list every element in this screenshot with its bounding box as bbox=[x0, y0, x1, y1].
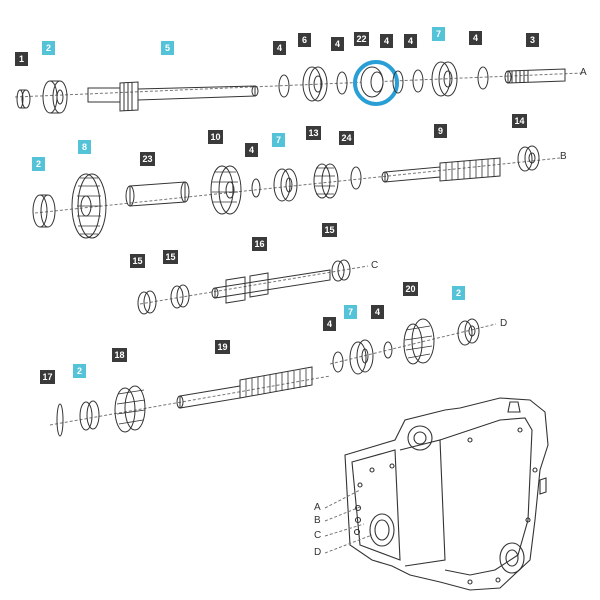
housing-label-d: D bbox=[314, 547, 322, 558]
callout-15: 15 bbox=[130, 254, 145, 268]
axis-label-b: B bbox=[560, 151, 567, 162]
callout-24: 24 bbox=[339, 131, 354, 145]
callout-15: 15 bbox=[163, 250, 178, 264]
callout-6: 6 bbox=[298, 33, 311, 47]
callout-15: 15 bbox=[322, 223, 337, 237]
callout-19: 19 bbox=[215, 340, 230, 354]
callout-5: 5 bbox=[161, 41, 174, 55]
housing-label-a: A bbox=[314, 502, 321, 513]
part-4-circlip-a3 bbox=[392, 70, 404, 94]
part-16-shaft bbox=[211, 269, 331, 304]
part-15-spacer-c2 bbox=[170, 284, 190, 309]
part-4-circlip-a4 bbox=[412, 69, 424, 93]
axis-c-line bbox=[139, 265, 369, 305]
part-2-bearing-lower bbox=[79, 400, 100, 431]
axis-label-d: D bbox=[500, 318, 508, 329]
part-4-circlip-a2 bbox=[336, 71, 348, 95]
callout-14: 14 bbox=[512, 114, 527, 128]
part-19-shaft bbox=[176, 366, 313, 409]
housing-label-c: C bbox=[314, 530, 322, 541]
callout-4: 4 bbox=[331, 37, 344, 51]
callout-4: 4 bbox=[469, 31, 482, 45]
part-4-circlip-b bbox=[251, 178, 261, 198]
callout-2: 2 bbox=[32, 157, 45, 171]
callout-7: 7 bbox=[432, 27, 445, 41]
callout-20: 20 bbox=[403, 282, 418, 296]
part-17-washer bbox=[56, 403, 64, 437]
part-4-circlip-d1 bbox=[332, 351, 344, 373]
axis-lower-line bbox=[49, 375, 331, 426]
part-2-bearing-b bbox=[32, 194, 56, 228]
callout-9: 9 bbox=[434, 124, 447, 138]
part-4-circlip-d2 bbox=[383, 341, 393, 359]
axis-a-line bbox=[14, 72, 583, 98]
part-6-bearing bbox=[302, 66, 328, 102]
callout-1: 1 bbox=[15, 52, 28, 66]
part-2-bearing-d bbox=[457, 318, 480, 346]
callout-4: 4 bbox=[371, 305, 384, 319]
gearbox-housing bbox=[344, 397, 549, 591]
callout-3: 3 bbox=[526, 33, 539, 47]
housing-leader-lines bbox=[324, 489, 373, 554]
part-3-splined-shaft bbox=[504, 68, 566, 84]
part-5-shaft bbox=[87, 81, 259, 112]
axis-label-a: A bbox=[580, 67, 587, 78]
axis-d-line bbox=[329, 323, 497, 365]
part-15-spacer-c3 bbox=[331, 259, 351, 282]
highlight-ring bbox=[353, 60, 399, 106]
part-8-gear bbox=[71, 173, 107, 239]
callout-4: 4 bbox=[245, 143, 258, 157]
part-7-bearing-b bbox=[273, 168, 298, 202]
part-23-sleeve bbox=[125, 181, 190, 207]
part-20-gear bbox=[403, 318, 435, 365]
part-15-spacer-c1 bbox=[137, 290, 157, 315]
axis-b-line bbox=[34, 157, 561, 214]
part-13-gear bbox=[313, 163, 339, 199]
callout-7: 7 bbox=[344, 305, 357, 319]
callout-7: 7 bbox=[272, 133, 285, 147]
axis-label-c: C bbox=[371, 260, 379, 271]
part-24-ring bbox=[350, 166, 362, 190]
callout-2: 2 bbox=[42, 41, 55, 55]
callout-4: 4 bbox=[273, 41, 286, 55]
part-2-bearing-a bbox=[42, 80, 68, 114]
part-7-bearing-d bbox=[349, 339, 374, 375]
part-9-shaft bbox=[381, 157, 501, 183]
part-22-bushing bbox=[360, 66, 384, 98]
housing-label-b: B bbox=[314, 515, 321, 526]
callout-8: 8 bbox=[78, 140, 91, 154]
part-4-circlip-a5 bbox=[477, 66, 489, 90]
callout-22: 22 bbox=[354, 32, 369, 46]
callout-4: 4 bbox=[404, 34, 417, 48]
callout-17: 17 bbox=[40, 370, 55, 384]
part-4-circlip-a1 bbox=[278, 74, 290, 98]
callout-23: 23 bbox=[140, 152, 155, 166]
part-10-gear bbox=[210, 165, 242, 215]
callout-13: 13 bbox=[306, 126, 321, 140]
part-7-bearing-a bbox=[431, 61, 458, 97]
callout-4: 4 bbox=[380, 34, 393, 48]
callout-10: 10 bbox=[208, 130, 223, 144]
part-1-bushing bbox=[16, 89, 31, 109]
callout-2: 2 bbox=[73, 364, 86, 378]
callout-4: 4 bbox=[323, 317, 336, 331]
callout-18: 18 bbox=[112, 348, 127, 362]
part-14-bearing bbox=[517, 145, 540, 172]
callout-16: 16 bbox=[252, 237, 267, 251]
part-18-gear bbox=[114, 385, 146, 433]
callout-2: 2 bbox=[452, 286, 465, 300]
